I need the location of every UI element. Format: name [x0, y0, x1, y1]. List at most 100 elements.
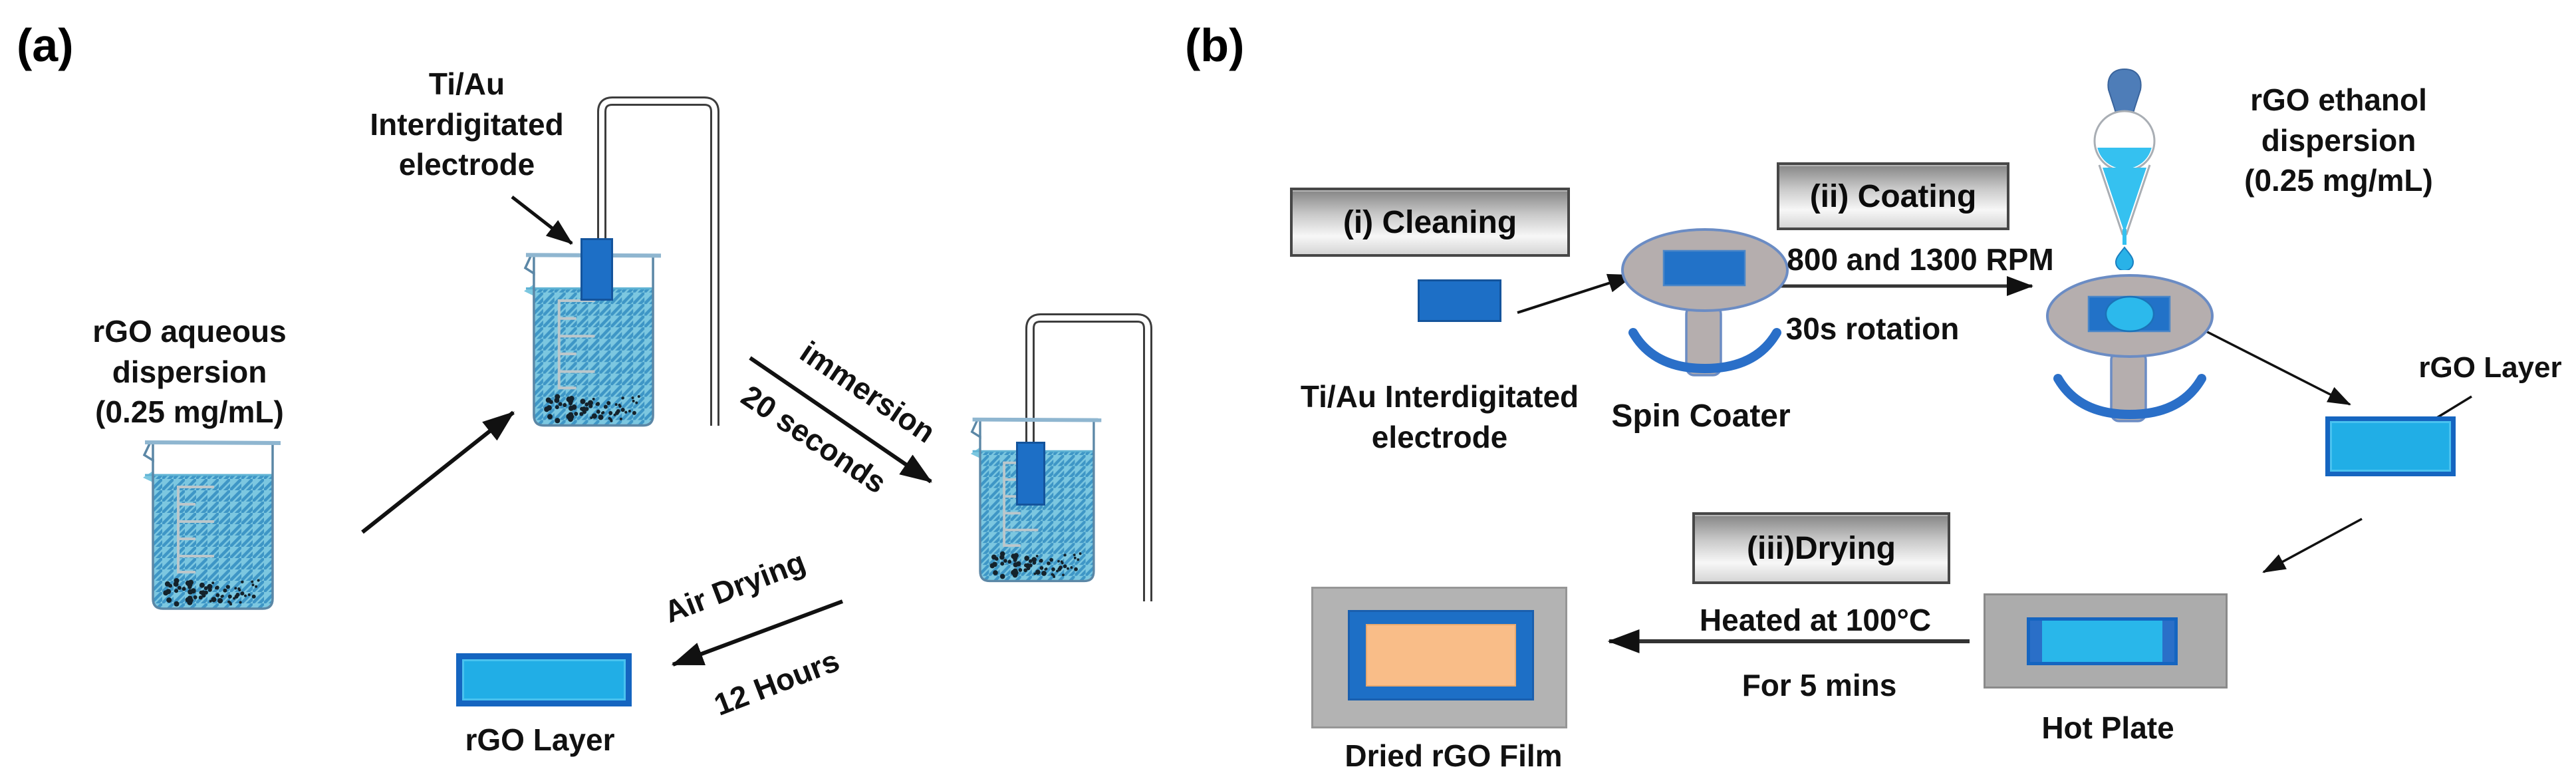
dried-film-rgo-area [1366, 624, 1516, 687]
rpm-label: 800 and 1300 RPM [1787, 242, 2054, 277]
step-box-cleaning: (i) Cleaning [1290, 188, 1570, 257]
sediment-dot [992, 561, 997, 567]
sediment-dot [632, 399, 635, 402]
sediment-dot [215, 593, 220, 597]
beaker-spout-liquid [143, 471, 153, 482]
sediment-dot [1023, 568, 1028, 573]
sediment-dot [1035, 554, 1039, 557]
arrow-air-drying [671, 599, 844, 667]
arrow-electrode-callout-a [511, 196, 573, 245]
chip-contact-pad-right [2162, 621, 2174, 662]
graduations [177, 486, 214, 573]
duration-label: For 5 mins [1741, 668, 1897, 702]
sediment-dot [1013, 553, 1019, 558]
beaker-liquid [153, 475, 273, 609]
ethanol-caption-line3: (0.25 mg/mL) [2244, 163, 2433, 198]
sediment-dot [546, 405, 552, 411]
sediment-dot [999, 573, 1005, 579]
sediment-dot [177, 585, 182, 590]
electrode-caption-b-line1: Ti/Au Interdigitated [1300, 379, 1579, 414]
sediment-dot [1057, 567, 1062, 571]
ethanol-caption: rGO ethanol dispersion (0.25 mg/mL) [2179, 80, 2498, 201]
sediment-dot [1044, 567, 1047, 571]
sediment-dot [1070, 566, 1073, 569]
beaker-immersion-start [521, 246, 665, 437]
sediment-dot [613, 413, 616, 416]
sediment-dot [182, 587, 186, 591]
spin-coater-label: Spin Coater [1611, 398, 1791, 434]
sediment-dot [1063, 564, 1067, 569]
electrode-holder-wire-1 [597, 96, 719, 426]
sediment-dot [1018, 567, 1023, 572]
sediment-dot [1007, 559, 1012, 564]
beaker-wall [979, 420, 1095, 583]
sediment-dot [166, 589, 172, 595]
sediment-dot [569, 401, 573, 406]
electrode-caption-a: Ti/Au Interdigitated electrode [321, 64, 613, 185]
sediment-dot [223, 588, 227, 593]
hot-plate-label: Hot Plate [2041, 710, 2174, 745]
dried-film-label: Dried rGO Film [1345, 738, 1563, 769]
sediment-dot [1061, 561, 1064, 565]
electrode-caption-a-line3: electrode [398, 147, 535, 182]
sediment-dot [217, 598, 223, 603]
sediment-dot [624, 410, 628, 414]
sediment-dot [1041, 570, 1047, 576]
sediment-dot [635, 401, 638, 404]
beaker-icon [523, 253, 662, 427]
electrode-caption-a-line2: Interdigitated [370, 106, 564, 142]
electrode-caption-a-line1: Ti/Au [428, 67, 505, 101]
sediment-dot [1039, 558, 1043, 563]
panel-b-label: (b) [1185, 19, 1245, 71]
sediment-dot [554, 397, 560, 403]
sediment-dot [225, 585, 230, 589]
sediment-dot [233, 597, 236, 600]
electrode-caption-b-line2: electrode [1371, 419, 1508, 454]
beaker-spout [970, 418, 981, 439]
sediment-dot [580, 406, 584, 411]
arrow-immersion [749, 356, 932, 484]
sediment-dot [1053, 575, 1056, 578]
sediment-dot [168, 583, 173, 588]
sediment-dot [257, 579, 260, 582]
sediment-dot [199, 590, 203, 595]
electrode-on-coater-1 [1662, 249, 1746, 287]
sediment-dot [592, 397, 595, 400]
sediment-dot [1074, 567, 1078, 571]
sediment-dot [558, 402, 563, 406]
sediment-dot [255, 585, 258, 588]
sediment-dot [555, 405, 559, 410]
beaker-rim [144, 440, 281, 445]
sediment-dot [1035, 569, 1041, 575]
sediment-dot [188, 585, 192, 589]
sediment-dot [187, 595, 193, 601]
sediment-dot [631, 396, 634, 400]
graduations [557, 299, 595, 390]
beaker-wall [152, 444, 274, 610]
step-box-coating: (ii) Coating [1777, 162, 2009, 230]
ethanol-caption-line1: rGO ethanol [2250, 82, 2427, 117]
sediment-dot [555, 418, 561, 424]
sediment-dot [1079, 552, 1082, 555]
sediment-dot [571, 404, 577, 410]
beaker-spout [523, 254, 535, 276]
sediment-dot [239, 601, 242, 604]
spin-coater-2 [2046, 274, 2214, 422]
sediment-dot [579, 412, 584, 416]
beaker-spout-liquid [523, 284, 534, 296]
sediment-dot [574, 411, 579, 416]
sediment-dot [637, 394, 640, 398]
rgo-layer-label-b: rGO Layer [2418, 351, 2562, 384]
electrode-holder-wire-2 [1025, 313, 1152, 601]
sediment-dot [211, 581, 215, 585]
sediment-dot [251, 580, 254, 583]
falling-droplet-icon [2115, 246, 2134, 270]
sediment-dot [166, 597, 172, 603]
sediment-dot [174, 601, 180, 607]
sediment-dot [1056, 569, 1059, 573]
spin-coater-1 [1621, 228, 1789, 377]
sediment-dot [608, 410, 613, 415]
dropper-stream [2123, 229, 2126, 245]
sediment-dot [999, 554, 1005, 560]
